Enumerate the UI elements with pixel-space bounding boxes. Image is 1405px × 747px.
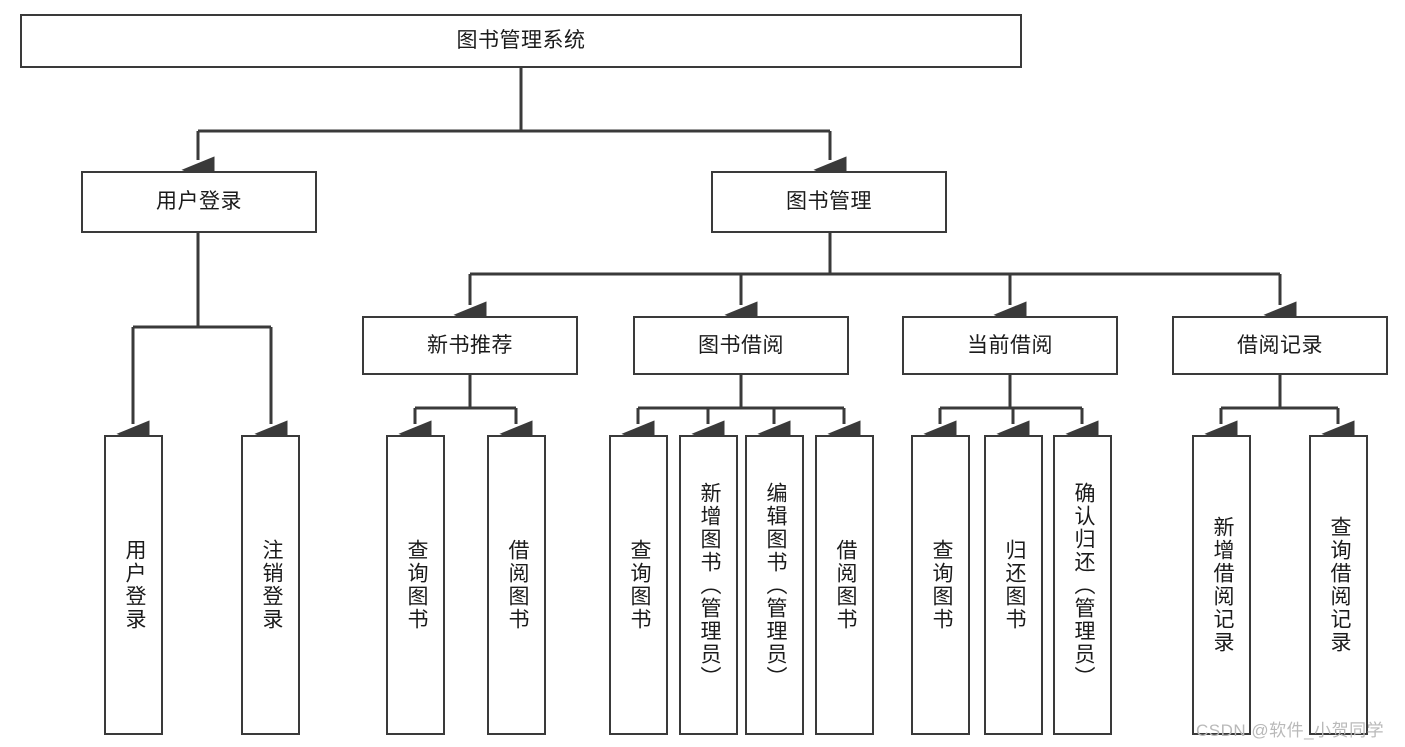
node-current-borrow[interactable]: 当前借阅	[902, 316, 1118, 375]
node-leaf-borrow-book-1-label: 借阅图书	[505, 539, 529, 631]
node-leaf-query-book-2-label: 查询图书	[627, 539, 651, 631]
node-leaf-edit-book[interactable]: 编辑图书（管理员）	[745, 435, 804, 735]
node-borrow-record-label: 借阅记录	[1237, 333, 1323, 357]
node-leaf-query-record[interactable]: 查询借阅记录	[1309, 435, 1368, 735]
node-leaf-borrow-book-2-label: 借阅图书	[833, 539, 857, 631]
node-leaf-query-book-1[interactable]: 查询图书	[386, 435, 445, 735]
node-leaf-add-book-label: 新增图书（管理员）	[697, 481, 721, 689]
node-leaf-user-login-label: 用户登录	[122, 539, 146, 631]
node-leaf-query-book-2[interactable]: 查询图书	[609, 435, 668, 735]
node-leaf-return-book-label: 归还图书	[1002, 539, 1026, 631]
node-leaf-logout[interactable]: 注销登录	[241, 435, 300, 735]
node-leaf-borrow-book-2[interactable]: 借阅图书	[815, 435, 874, 735]
node-root-label: 图书管理系统	[456, 29, 586, 53]
node-user-login[interactable]: 用户登录	[81, 171, 317, 233]
node-leaf-query-record-label: 查询借阅记录	[1327, 516, 1351, 654]
node-leaf-logout-label: 注销登录	[259, 539, 283, 631]
node-leaf-user-login[interactable]: 用户登录	[104, 435, 163, 735]
node-leaf-edit-book-label: 编辑图书（管理员）	[763, 481, 787, 689]
node-new-book-rec-label: 新书推荐	[427, 333, 513, 357]
node-leaf-borrow-book-1[interactable]: 借阅图书	[487, 435, 546, 735]
node-leaf-add-record-label: 新增借阅记录	[1210, 516, 1234, 654]
node-leaf-confirm-return[interactable]: 确认归还（管理员）	[1053, 435, 1112, 735]
node-book-manage-label: 图书管理	[786, 190, 872, 214]
node-user-login-label: 用户登录	[156, 190, 242, 214]
node-book-manage[interactable]: 图书管理	[711, 171, 947, 233]
node-leaf-add-book[interactable]: 新增图书（管理员）	[679, 435, 738, 735]
node-book-borrow[interactable]: 图书借阅	[633, 316, 849, 375]
node-leaf-query-book-1-label: 查询图书	[404, 539, 428, 631]
node-current-borrow-label: 当前借阅	[967, 333, 1053, 357]
node-leaf-return-book[interactable]: 归还图书	[984, 435, 1043, 735]
node-leaf-confirm-return-label: 确认归还（管理员）	[1071, 481, 1095, 689]
node-leaf-query-book-3[interactable]: 查询图书	[911, 435, 970, 735]
node-leaf-query-book-3-label: 查询图书	[929, 539, 953, 631]
node-root[interactable]: 图书管理系统	[20, 14, 1022, 68]
node-book-borrow-label: 图书借阅	[698, 333, 784, 357]
node-leaf-add-record[interactable]: 新增借阅记录	[1192, 435, 1251, 735]
node-new-book-rec[interactable]: 新书推荐	[362, 316, 578, 375]
node-borrow-record[interactable]: 借阅记录	[1172, 316, 1388, 375]
